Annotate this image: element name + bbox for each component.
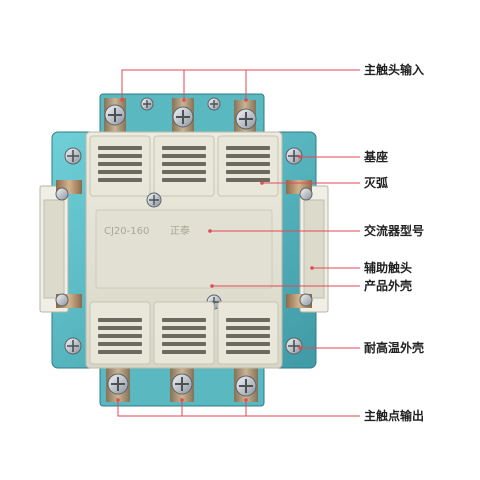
top-arc-chutes	[89, 135, 279, 197]
terminal-screw-icon	[104, 97, 154, 132]
corner-screw-icon	[285, 337, 303, 355]
callout-base: 基座	[364, 150, 389, 164]
label-panel	[95, 209, 273, 289]
callout-aux-contact: 辅助触头	[364, 261, 413, 275]
terminal-screw-icon	[234, 100, 257, 132]
terminal-screw-icon	[172, 97, 221, 132]
aux-contact-right	[286, 180, 329, 313]
callout-arc: 灭弧	[364, 176, 389, 190]
callout-main-input: 主触头输入	[364, 63, 425, 77]
brand-text: 正泰	[170, 224, 190, 237]
corner-screw-icon	[285, 147, 303, 165]
callout-lines	[117, 69, 360, 417]
main-housing: CJ20-160 正泰	[85, 131, 283, 369]
bottom-terminals	[99, 365, 265, 407]
aux-contact-left	[39, 180, 82, 313]
callout-line-main-output	[117, 400, 360, 417]
callout-heat-housing: 耐高温外壳	[364, 341, 425, 355]
terminal-screw-icon	[170, 366, 194, 402]
callout-housing: 产品外壳	[364, 279, 413, 293]
top-terminals	[99, 93, 265, 135]
center-screw-icon	[146, 192, 162, 208]
bottom-arc-chutes	[89, 301, 279, 365]
model-text: CJ20-160	[104, 226, 149, 237]
callout-main-output: 主触点输出	[364, 409, 425, 423]
callout-model: 交流器型号	[364, 224, 425, 238]
callout-dots	[116, 98, 314, 402]
terminal-screw-icon	[106, 366, 130, 402]
callout-line-main-input	[121, 69, 360, 100]
terminal-screw-icon	[234, 366, 258, 402]
corner-screw-icon	[64, 147, 82, 165]
corner-screw-icon	[64, 337, 82, 355]
